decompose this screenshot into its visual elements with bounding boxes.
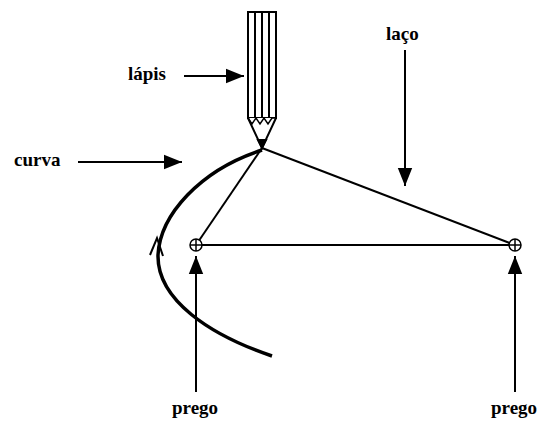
curve bbox=[158, 150, 272, 356]
nail bbox=[190, 239, 521, 251]
leader-arrow bbox=[78, 50, 515, 392]
part-label: prego bbox=[172, 398, 218, 419]
part-label: curva bbox=[14, 150, 60, 171]
part-label: prego bbox=[491, 398, 537, 419]
curve-arrow bbox=[150, 238, 163, 256]
string-loop bbox=[196, 148, 515, 245]
part-label: laço bbox=[386, 24, 419, 45]
part-label: lápis bbox=[128, 64, 166, 85]
pencil bbox=[248, 12, 276, 148]
